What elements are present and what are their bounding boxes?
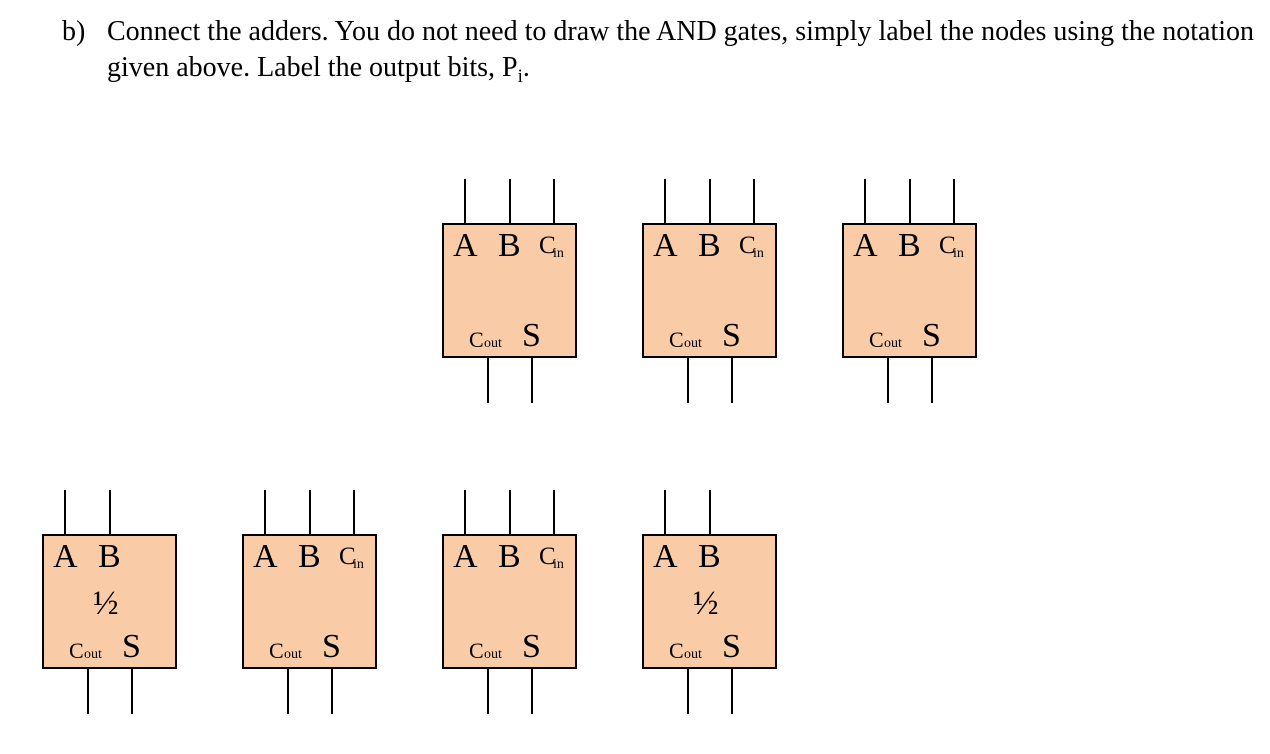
sum-label: S bbox=[322, 628, 341, 665]
input-a-label: A bbox=[453, 538, 478, 575]
input-a-label: A bbox=[653, 538, 678, 575]
adder-box bbox=[842, 223, 977, 358]
cout-label: C bbox=[469, 638, 484, 663]
half-adder-symbol: ½ bbox=[693, 585, 719, 622]
cout-subscript: out bbox=[484, 647, 502, 662]
question-end: . bbox=[522, 52, 530, 83]
question-text: Connect the adders. You do not need to d… bbox=[107, 14, 1257, 95]
sum-label: S bbox=[722, 628, 741, 665]
adder-box bbox=[642, 534, 777, 669]
input-a-label: A bbox=[53, 538, 78, 575]
adder-box bbox=[442, 534, 577, 669]
input-b-label: B bbox=[698, 538, 721, 575]
cout-label: C bbox=[69, 638, 84, 663]
sum-label: S bbox=[722, 317, 741, 354]
input-cin-label: C bbox=[539, 543, 556, 570]
input-cin-subscript: in bbox=[553, 557, 564, 572]
input-cin-subscript: in bbox=[753, 246, 764, 261]
input-b-label: B bbox=[98, 538, 121, 575]
input-cin-subscript: in bbox=[953, 246, 964, 261]
cout-subscript: out bbox=[884, 336, 902, 351]
cout-label: C bbox=[669, 638, 684, 663]
input-cin-subscript: in bbox=[353, 557, 364, 572]
input-cin-subscript: in bbox=[553, 246, 564, 261]
input-b-label: B bbox=[898, 227, 921, 264]
cout-subscript: out bbox=[484, 336, 502, 351]
adder-box bbox=[642, 223, 777, 358]
question-subscript: i bbox=[517, 66, 523, 87]
input-b-label: B bbox=[498, 538, 521, 575]
cout-label: C bbox=[669, 327, 684, 352]
cout-subscript: out bbox=[284, 647, 302, 662]
input-a-label: A bbox=[453, 227, 478, 264]
input-cin-label: C bbox=[739, 232, 756, 259]
half-adder-symbol: ½ bbox=[93, 585, 119, 622]
cout-label: C bbox=[269, 638, 284, 663]
sum-label: S bbox=[922, 317, 941, 354]
input-cin-label: C bbox=[339, 543, 356, 570]
cout-subscript: out bbox=[684, 647, 702, 662]
input-a-label: A bbox=[653, 227, 678, 264]
sum-label: S bbox=[522, 317, 541, 354]
sum-label: S bbox=[522, 628, 541, 665]
cout-label: C bbox=[869, 327, 884, 352]
input-b-label: B bbox=[298, 538, 321, 575]
cout-subscript: out bbox=[684, 336, 702, 351]
input-cin-label: C bbox=[939, 232, 956, 259]
sum-label: S bbox=[122, 628, 141, 665]
question-label: b) bbox=[62, 16, 86, 47]
input-cin-label: C bbox=[539, 232, 556, 259]
input-a-label: A bbox=[253, 538, 278, 575]
adder-box bbox=[42, 534, 177, 669]
question-body: Connect the adders. You do not need to d… bbox=[107, 16, 1255, 83]
input-a-label: A bbox=[853, 227, 878, 264]
cout-label: C bbox=[469, 327, 484, 352]
input-b-label: B bbox=[698, 227, 721, 264]
input-b-label: B bbox=[498, 227, 521, 264]
cout-subscript: out bbox=[84, 647, 102, 662]
adder-box bbox=[242, 534, 377, 669]
adder-box bbox=[442, 223, 577, 358]
